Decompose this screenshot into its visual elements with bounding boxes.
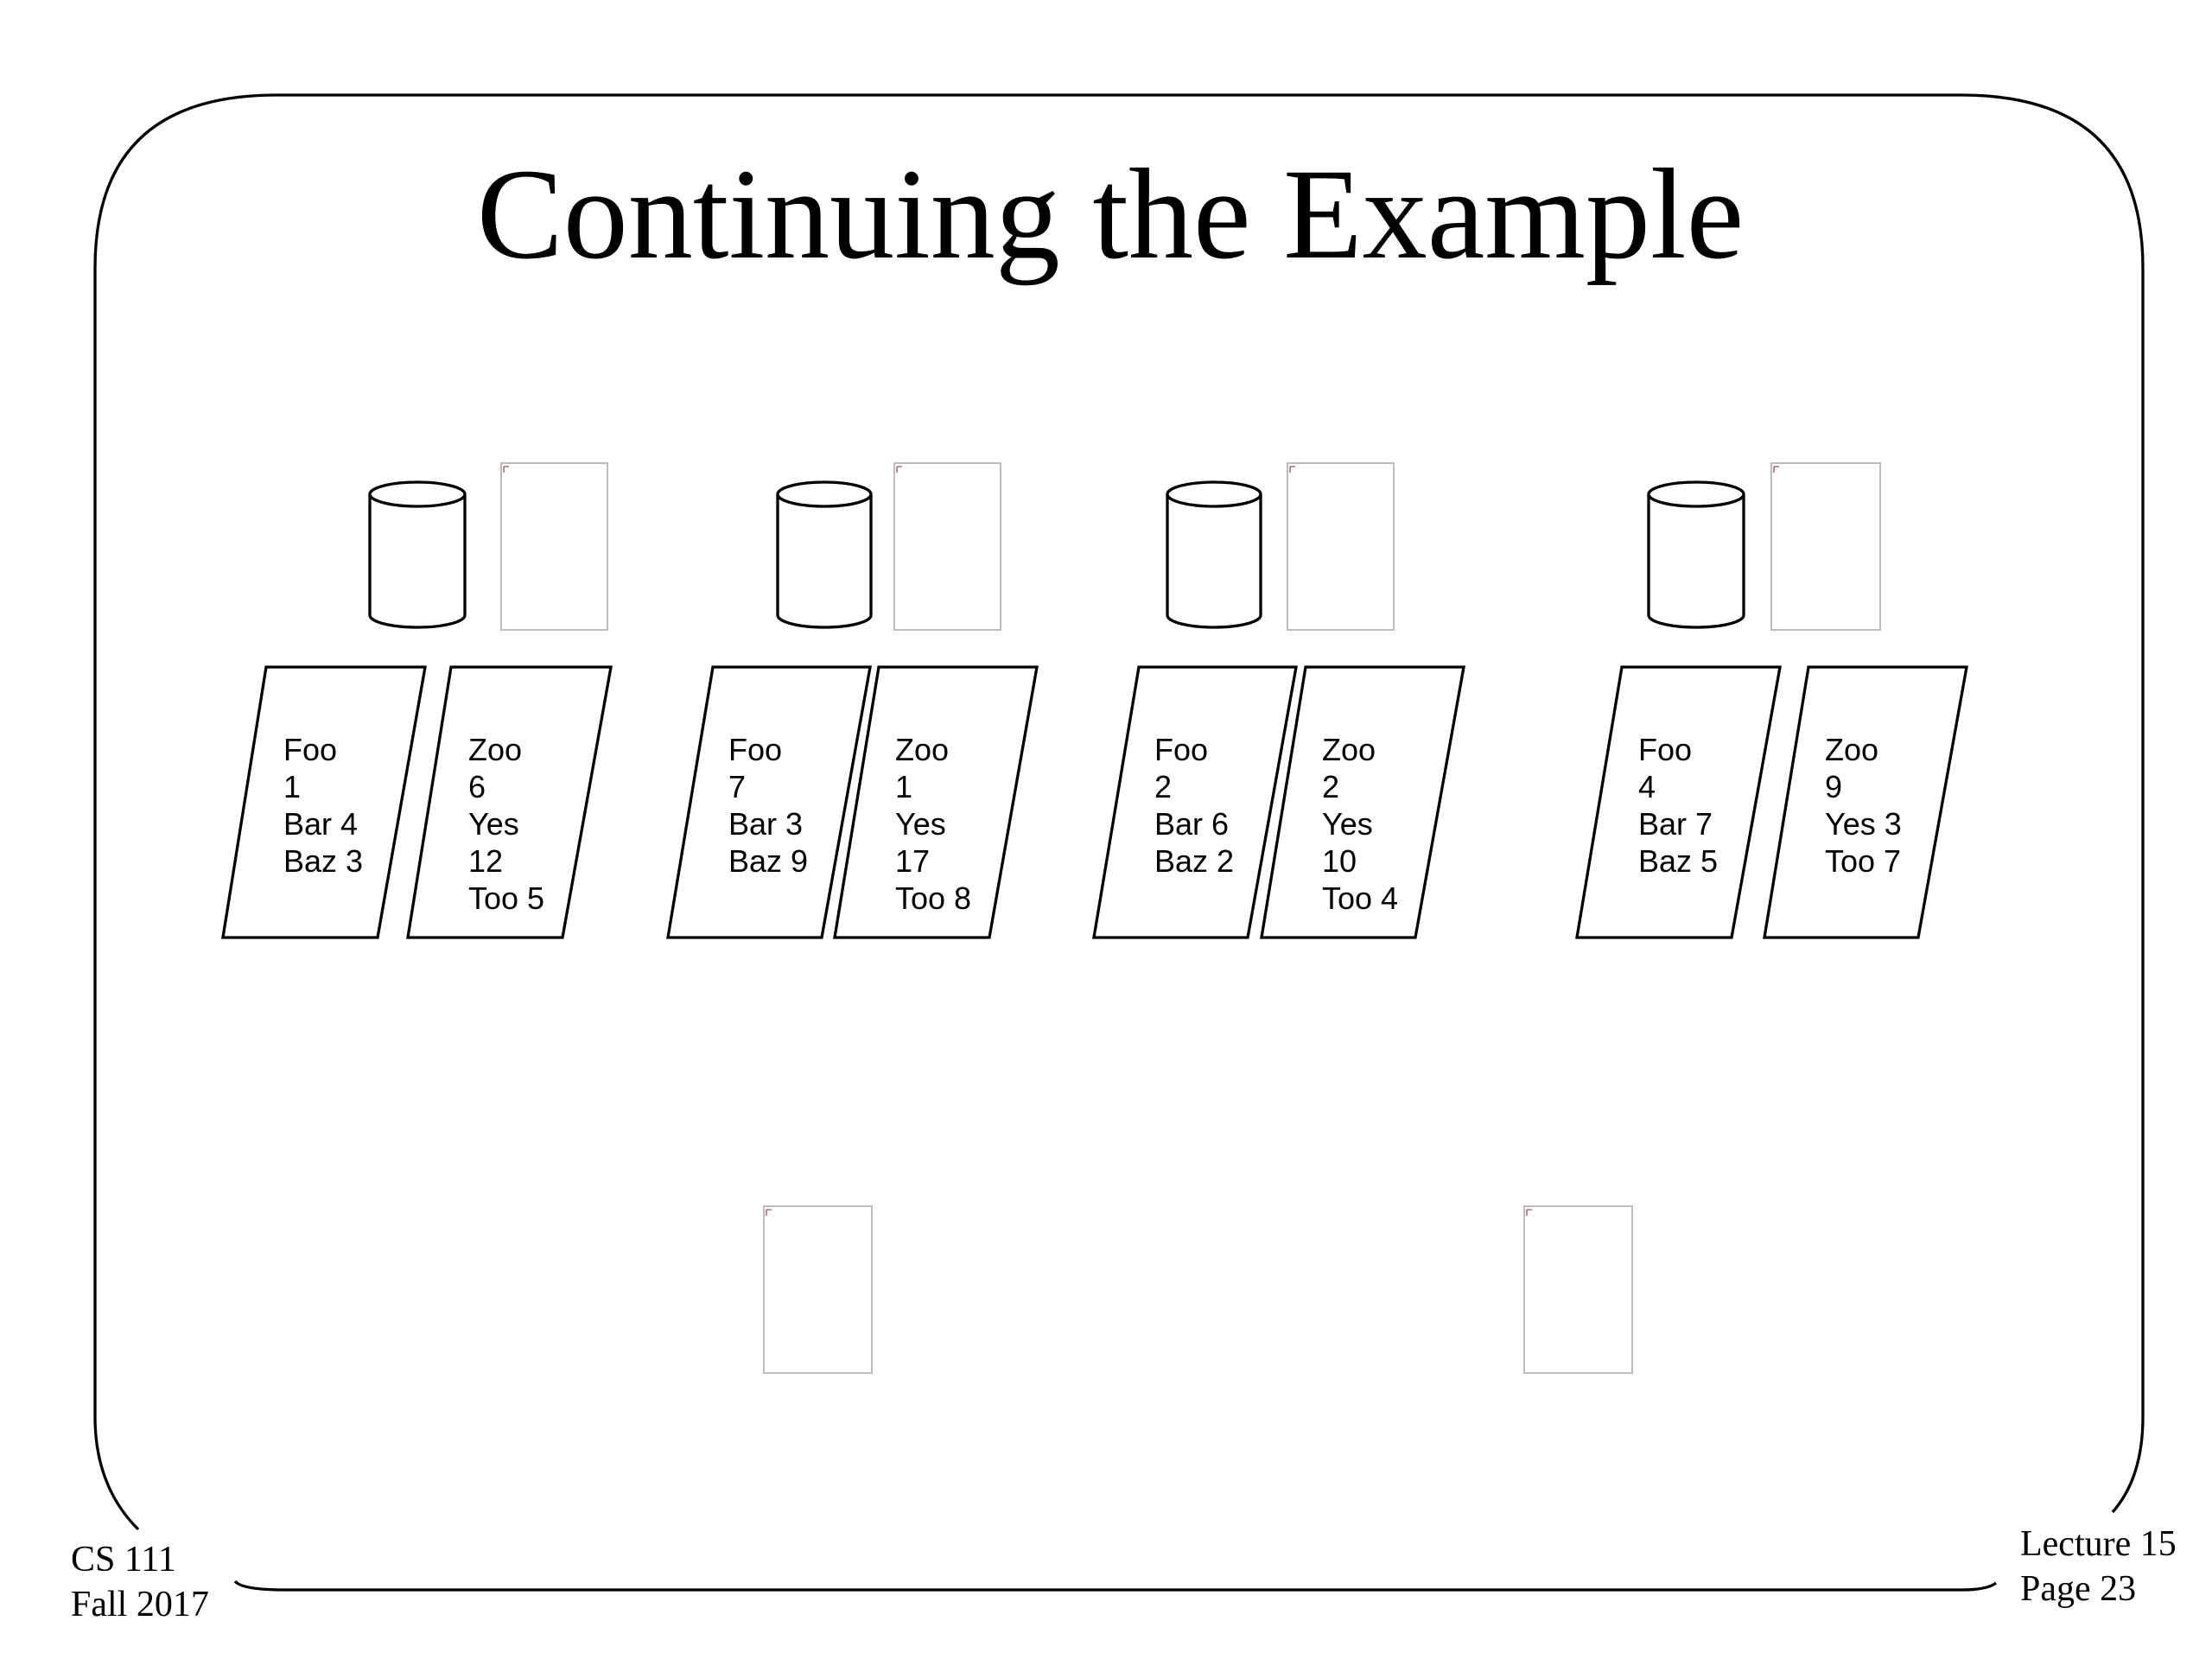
image-placeholder (500, 462, 608, 631)
svg-text:Foo 4 Bar 7: Foo 4 Bar 7 Baz 5 (1638, 732, 1721, 879)
footer-term: Fall 2017 (71, 1585, 209, 1624)
image-placeholder (763, 1205, 873, 1374)
record-card: Foo 7 Bar 3 Baz 9 (666, 665, 872, 939)
svg-text:Zoo 6 Yes: Zoo 6 Yes 12 Too 5 (468, 732, 544, 916)
footer-course: CS 111 (71, 1540, 176, 1580)
record-card: Zoo 1 Yes 17 Too 8 (833, 665, 1039, 939)
svg-text:Foo 2 Bar 6: Foo 2 Bar 6 Baz 2 (1154, 732, 1237, 879)
footer-page: Page 23 (2020, 1569, 2136, 1609)
footer-lecture: Lecture 15 (2020, 1524, 2177, 1564)
record-card: Zoo 9 Yes 3 Too 7 (1763, 665, 1968, 939)
svg-text:Zoo 9 Yes 3: Zoo 9 Yes 3 Too 7 (1825, 732, 1910, 879)
node-2: Foo 7 Bar 3 Baz 9 Zoo 1 Yes 17 Too 8 (666, 462, 1039, 939)
disk-icon (1647, 480, 1745, 629)
record-card: Zoo 6 Yes 12 Too 5 (406, 665, 613, 939)
image-placeholder (893, 462, 1001, 631)
disk-icon (368, 480, 467, 629)
svg-text:Foo 7 Bar 3: Foo 7 Bar 3 Baz 9 (728, 732, 811, 879)
record-card: Foo 4 Bar 7 Baz 5 (1575, 665, 1782, 939)
svg-text:Foo 1 Bar 4: Foo 1 Bar 4 Baz 3 (283, 732, 366, 879)
slide-title: Continuing the Example (477, 143, 1744, 286)
node-4: Foo 4 Bar 7 Baz 5 Zoo 9 Yes 3 Too 7 (1575, 462, 1968, 939)
image-placeholder (1523, 1205, 1633, 1374)
svg-text:Zoo 1 Yes: Zoo 1 Yes 17 Too 8 (895, 732, 971, 916)
image-placeholder (1287, 462, 1395, 631)
record-card: Zoo 2 Yes 10 Too 4 (1260, 665, 1465, 939)
node-3: Foo 2 Bar 6 Baz 2 Zoo 2 Yes 10 Too 4 (1092, 462, 1465, 939)
record-card: Foo 2 Bar 6 Baz 2 (1092, 665, 1298, 939)
node-1: Foo 1 Bar 4 Baz 3 Zoo 6 Yes 12 Too 5 (221, 462, 613, 939)
disk-icon (776, 480, 873, 629)
slide-bottom-rule (233, 1580, 1998, 1592)
svg-text:Zoo 2 Yes: Zoo 2 Yes 10 Too 4 (1322, 732, 1398, 916)
record-card: Foo 1 Bar 4 Baz 3 (221, 665, 427, 939)
image-placeholder (1770, 462, 1881, 631)
slide-frame (93, 93, 2145, 1531)
disk-icon (1166, 480, 1262, 629)
